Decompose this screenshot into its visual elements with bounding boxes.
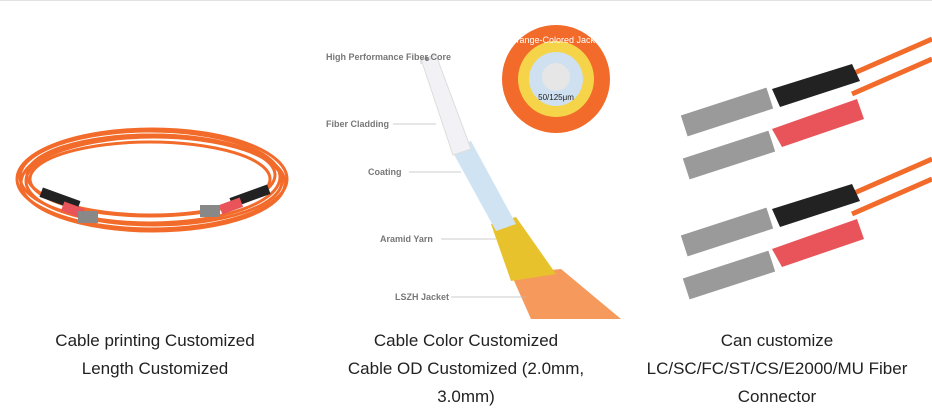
caption-line: Cable Color Customized	[373, 331, 559, 350]
caption-line: LC/SC/FC/ST/CS/E2000/MU Fiber	[646, 359, 908, 378]
feature-connector: Can customize LC/SC/FC/ST/CS/E2000/MU Fi…	[622, 1, 932, 409]
fc-connectors-image	[680, 36, 932, 300]
caption-line: Cable OD Customized (2.0mm,	[347, 359, 585, 378]
feature-cable-color: Orange-Colored Jacket 50/125μm High Perf…	[311, 1, 621, 409]
caption-line: Can customize	[720, 331, 834, 350]
label-jacket: LSZH Jacket	[395, 292, 449, 302]
label-coating: Coating	[368, 167, 402, 177]
ring-label: Orange-Colored Jacket	[509, 35, 603, 45]
coiled-cable-image	[15, 127, 289, 233]
caption-line: 3.0mm)	[437, 387, 495, 406]
fiber-structure-diagram: Orange-Colored Jacket 50/125μm High Perf…	[326, 25, 621, 319]
caption-line: Cable printing Customized	[55, 331, 255, 350]
label-core: High Performance Fiber Core	[326, 52, 451, 62]
label-cladding: Fiber Cladding	[326, 119, 389, 129]
caption-line: Length Customized	[81, 359, 229, 378]
caption-line: Connector	[737, 387, 817, 406]
spec-label: 50/125μm	[538, 93, 574, 102]
feature-cable-printing: Cable printing Customized Length Customi…	[0, 1, 310, 409]
label-yarn: Aramid Yarn	[380, 234, 433, 244]
